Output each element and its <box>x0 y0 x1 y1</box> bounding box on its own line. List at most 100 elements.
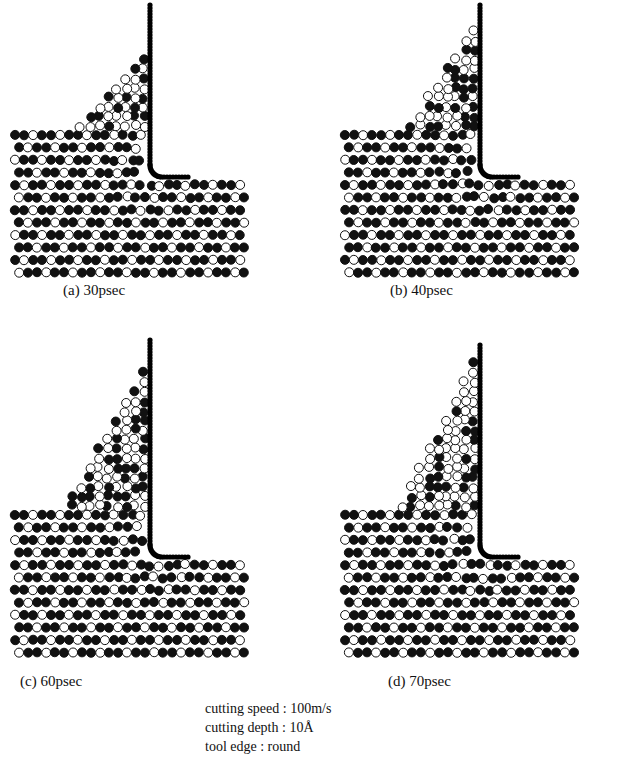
workpiece-atom <box>77 168 86 177</box>
workpiece-atom <box>110 635 119 644</box>
workpiece-atom <box>368 180 377 189</box>
workpiece-atom <box>425 598 434 607</box>
workpiece-atom <box>130 387 139 396</box>
workpiece-atom <box>425 623 434 632</box>
workpiece-atom <box>344 573 353 582</box>
workpiece-atom <box>73 536 82 545</box>
workpiece-atom <box>448 180 457 189</box>
workpiece-atom <box>114 648 123 657</box>
workpiece-atom <box>95 548 104 557</box>
workpiece-atom <box>131 454 140 463</box>
workpiece-atom <box>96 500 105 509</box>
workpiece-atom <box>498 598 507 607</box>
workpiece-atom <box>426 648 435 657</box>
workpiece-atom <box>75 123 84 132</box>
workpiece-atom <box>434 83 443 92</box>
workpiece-atom <box>96 121 105 130</box>
workpiece-atom <box>448 205 457 214</box>
workpiece-atom <box>42 243 51 252</box>
workpiece-atom <box>104 112 113 121</box>
workpiece-atom <box>548 231 557 240</box>
workpiece-atom <box>158 623 167 632</box>
workpiece-atom <box>60 548 69 557</box>
workpiece-atom <box>372 218 381 227</box>
workpiece-atom <box>159 598 168 607</box>
workpiece-atom <box>515 243 524 252</box>
workpiece-atom <box>105 598 114 607</box>
workpiece-atom <box>37 255 46 264</box>
workpiece-atom <box>516 648 525 657</box>
workpiece-atom <box>240 598 249 607</box>
workpiece-atom <box>15 548 24 557</box>
workpiece-atom <box>130 167 139 176</box>
workpiece-atom <box>350 230 359 239</box>
workpiece-atom <box>570 243 579 252</box>
workpiece-atom <box>37 180 46 189</box>
workpiece-atom <box>548 611 557 620</box>
workpiece-atom <box>465 535 474 544</box>
workpiece-atom <box>122 444 131 453</box>
workpiece-atom <box>502 256 511 265</box>
workpiece-atom <box>565 256 574 265</box>
workpiece-atom <box>475 206 484 215</box>
workpiece-atom <box>190 586 199 595</box>
workpiece-atom <box>181 635 190 644</box>
workpiece-atom <box>569 623 578 632</box>
workpiece-atom <box>139 445 148 454</box>
workpiece-atom <box>449 510 458 519</box>
workpiece-atom <box>566 636 575 645</box>
workpiece-atom <box>341 205 350 214</box>
workpiece-atom <box>442 482 451 491</box>
workpiece-atom <box>38 510 47 519</box>
workpiece-atom <box>407 648 416 657</box>
workpiece-atom <box>407 623 416 632</box>
workpiece-atom <box>469 387 478 396</box>
workpiece-atom <box>236 611 245 620</box>
workpiece-atom <box>412 156 421 165</box>
workpiece-atom <box>77 548 86 557</box>
workpiece-atom <box>371 573 380 582</box>
workpiece-atom <box>83 561 92 570</box>
workpiece-atom <box>471 218 480 227</box>
workpiece-atom <box>435 167 444 176</box>
workpiece-atom <box>449 610 458 619</box>
workpiece-atom <box>127 205 136 214</box>
workpiece-atom <box>78 268 87 277</box>
workpiece-atom <box>50 623 59 632</box>
tool-outline <box>480 5 518 177</box>
workpiece-atom <box>372 143 381 152</box>
workpiece-atom <box>69 598 78 607</box>
workpiece-atom <box>158 268 167 277</box>
workpiece-atom <box>557 586 566 595</box>
workpiece-atom <box>59 523 68 532</box>
workpiece-atom <box>557 611 566 620</box>
workpiece-atom <box>176 218 185 227</box>
workpiece-atom <box>32 168 41 177</box>
workpiece-atom <box>158 574 167 583</box>
workpiece-atom <box>113 268 122 277</box>
workpiece-atom <box>173 635 182 644</box>
workpiece-atom <box>475 636 484 645</box>
workpiece-atom <box>230 598 239 607</box>
workpiece-atom <box>146 205 155 214</box>
workpiece-atom <box>359 586 368 595</box>
workpiece-atom <box>113 623 122 632</box>
workpiece-atom <box>398 503 407 512</box>
workpiece-atom <box>413 510 422 519</box>
workpiece-atom <box>195 218 204 227</box>
workpiece-atom <box>82 156 91 165</box>
workpiece-atom <box>50 193 59 202</box>
workpiece-atom <box>440 206 449 215</box>
workpiece-atom <box>100 206 109 215</box>
workpiece-atom <box>14 573 23 582</box>
workpiece-atom <box>239 193 248 202</box>
workpiece-atom <box>131 443 140 452</box>
workpiece-atom <box>399 548 408 557</box>
workpiece-atom <box>23 548 32 557</box>
workpiece-atom <box>503 561 512 570</box>
workpiece-atom <box>413 181 422 190</box>
workpiece-atom <box>154 611 163 620</box>
workpiece-atom <box>452 572 461 581</box>
workpiece-atom <box>434 573 443 582</box>
workpiece-atom <box>412 586 421 595</box>
